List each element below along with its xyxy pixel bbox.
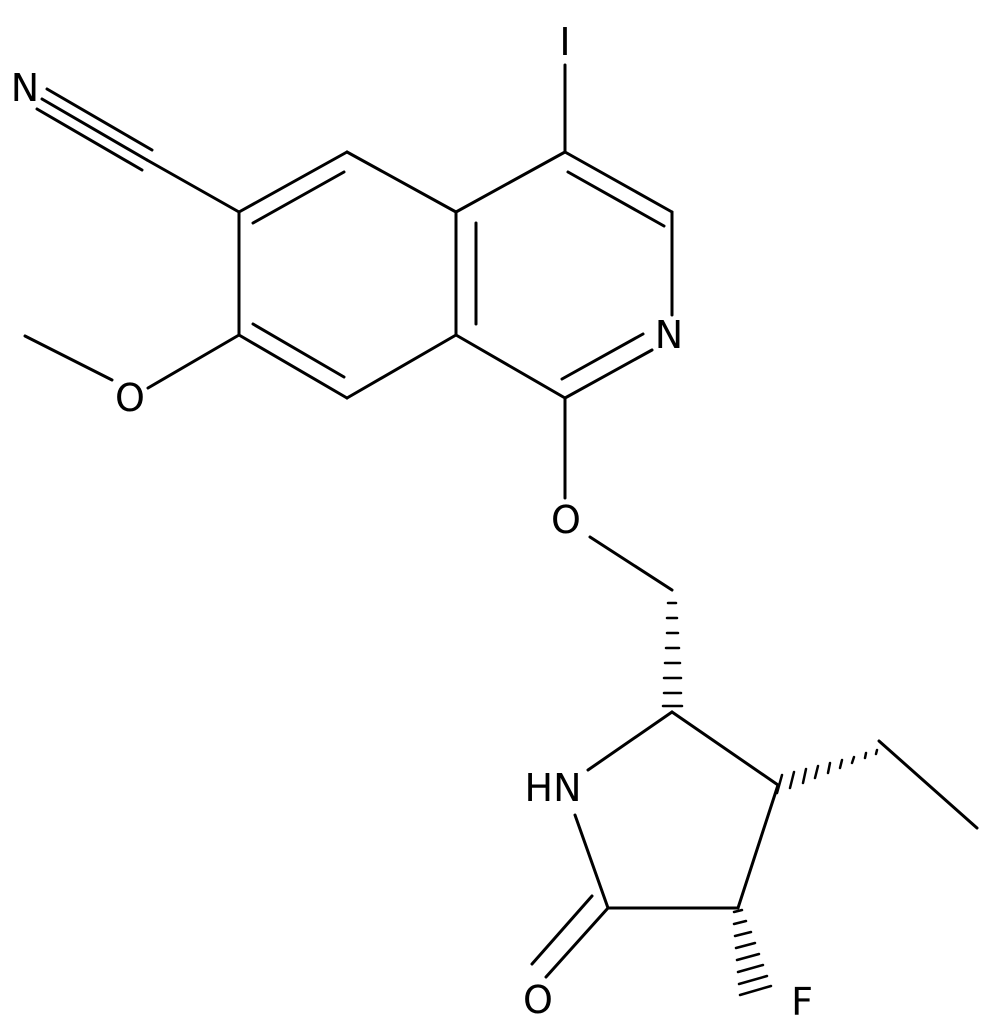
bond-c7-methoxy-o xyxy=(146,333,241,390)
bond-c4-c4a xyxy=(454,150,567,214)
bond-c4-c3-inner xyxy=(566,170,666,228)
bond-c5-n1 xyxy=(586,710,674,772)
substituent-bonds xyxy=(23,63,674,592)
atom-nitrile-nitrogen: N xyxy=(11,66,39,110)
hashed-wedge-fluorine xyxy=(732,908,773,997)
bond-nitrile-triple-2 xyxy=(35,107,144,172)
bond-n2-c1 xyxy=(563,348,654,400)
bond-c2-carbonyl-o-1 xyxy=(544,906,610,979)
hashed-wedge-ethyl xyxy=(775,748,879,795)
atom-ether-oxygen: O xyxy=(551,498,581,542)
atom-carbonyl-oxygen: O xyxy=(523,978,553,1022)
bond-c1-c8a xyxy=(454,333,567,400)
atom-fluorine: F xyxy=(791,980,813,1024)
bond-c4a-c5 xyxy=(345,150,458,214)
bond-c2-n1 xyxy=(573,813,610,910)
pyrrolidinone-bonds xyxy=(530,710,780,979)
atom-amide-nh: HN xyxy=(525,766,582,810)
bond-c5-c6 xyxy=(237,150,349,214)
bond-n2-c1-inner xyxy=(560,332,645,381)
bond-c4-c3 xyxy=(736,783,780,910)
atom-methoxy-oxygen: O xyxy=(115,376,145,420)
atom-ring-nitrogen: N xyxy=(655,313,683,357)
bond-c5-c4 xyxy=(670,710,780,787)
isoquinoline-bonds xyxy=(237,150,674,400)
bond-c2-carbonyl-o-2 xyxy=(530,894,594,966)
bond-c4-c3 xyxy=(563,150,674,214)
bond-c8-c8a xyxy=(345,333,458,400)
bond-ethyl-ch2-ch3 xyxy=(877,739,979,830)
atom-iodine: I xyxy=(559,20,570,64)
bond-nitrile-triple-3 xyxy=(45,87,154,152)
bond-c6-cn-carbon xyxy=(145,158,241,214)
bond-c7-c8 xyxy=(237,333,349,400)
bond-c7-c8-inner xyxy=(251,322,346,379)
bond-ether-o-ch2 xyxy=(588,535,674,592)
hashed-wedge-ch2 xyxy=(661,601,684,708)
bond-c5-c6-inner xyxy=(251,170,346,225)
bond-nitrile-triple-1 xyxy=(40,97,149,162)
bond-methoxy-o-ch3 xyxy=(23,334,114,382)
